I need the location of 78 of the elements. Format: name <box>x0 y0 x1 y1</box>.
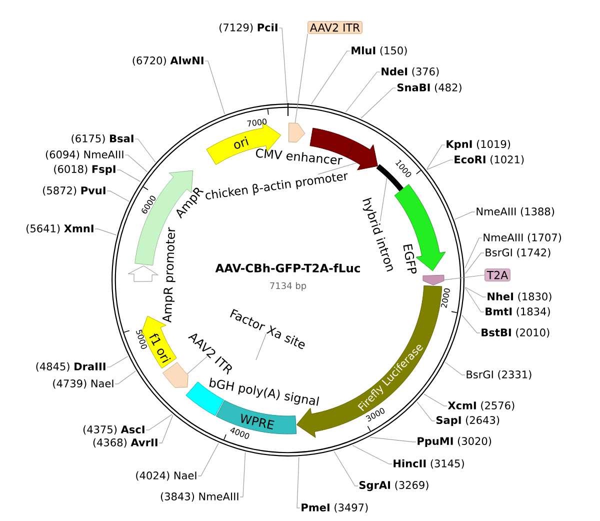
site-label: (6720) AlwNI <box>132 56 204 66</box>
site-label: (5872) PvuI <box>43 186 106 196</box>
label-box: T2A <box>484 268 510 282</box>
site-label: NheI (1830) <box>488 292 552 302</box>
site-label: HincII (3145) <box>394 459 464 469</box>
site-label: NdeI (376) <box>382 67 439 77</box>
leader-line <box>465 286 486 298</box>
leader-line <box>278 28 288 103</box>
site-label: NmeAIII (1388) <box>476 207 554 217</box>
leader-line <box>426 144 446 170</box>
site-label: (7129) PciI <box>220 23 278 33</box>
feature-band <box>162 362 188 388</box>
leader-line <box>444 362 466 376</box>
leader-line <box>444 274 485 280</box>
site-label: XcmI (2576) <box>448 401 514 411</box>
leader-line <box>465 252 484 274</box>
site-label: (4368) AvrII <box>93 438 158 448</box>
site-label: (4024) NaeI <box>136 471 196 481</box>
label-box: AAV2 ITR <box>308 21 362 34</box>
leader-line <box>380 177 388 222</box>
feature-label: EGFP <box>403 244 417 274</box>
feature-band <box>422 274 444 286</box>
leader-line <box>240 452 246 498</box>
site-label: BmtI (1834) <box>486 307 550 317</box>
feature-band <box>346 140 378 170</box>
leader-line <box>186 356 208 374</box>
site-label: (6175) BsaI <box>72 134 134 144</box>
feature-band <box>288 122 306 142</box>
leader-line <box>426 160 454 170</box>
leader-line <box>116 170 141 182</box>
site-label: (6094) NmeAIII <box>46 150 124 160</box>
site-label: MluI (150) <box>352 46 407 56</box>
site-label: EcoRI (1021) <box>454 155 524 165</box>
leader-line <box>106 356 128 368</box>
site-label: PmeI (3497) <box>302 503 368 513</box>
leader-line <box>465 288 484 312</box>
leader-line <box>296 456 300 508</box>
leader-line <box>416 402 436 422</box>
leader-line <box>114 370 136 384</box>
site-label: BstBI (2010) <box>482 328 550 338</box>
leader-line <box>146 414 172 430</box>
leader-line <box>124 154 148 172</box>
leader-line <box>106 190 130 202</box>
leader-line <box>134 138 156 162</box>
site-label: KpnI (1019) <box>446 140 510 150</box>
tick-label: 2000 <box>440 288 450 308</box>
feature-label: chicken β-actin promoter <box>206 173 348 200</box>
leader-line <box>204 60 226 114</box>
leader-line <box>318 162 358 175</box>
leader-line <box>464 238 482 268</box>
leader-line <box>94 228 117 236</box>
site-label: PpuMI (3020) <box>418 436 492 448</box>
leader-line <box>370 436 416 442</box>
leader-line <box>345 72 380 112</box>
leader-line <box>198 443 219 476</box>
site-label: (4739) NaeI <box>53 379 114 389</box>
site-label: SgrAI (3269) <box>359 480 428 492</box>
site-label: NmeAIII (1707) <box>484 233 562 243</box>
site-label: BsrGI (1742) <box>486 248 550 258</box>
site-label: (4375) AscI <box>83 425 144 435</box>
site-label: (4845) DraIII <box>36 362 106 372</box>
leader-line <box>424 394 448 406</box>
leader-line <box>462 314 480 334</box>
site-label: BsrGI (2331) <box>466 370 532 380</box>
leader-line <box>454 212 476 220</box>
leader-line <box>352 445 392 464</box>
site-label: (3843) NmeAIII <box>160 492 238 502</box>
leader-line <box>158 414 174 444</box>
site-label: (6018) FspI <box>54 164 116 176</box>
leader-line <box>334 451 358 486</box>
site-label: (5641) XmnI <box>26 224 94 234</box>
plasmid-name: AAV-CBh-GFP-T2A-fLuc <box>215 264 360 272</box>
leader-line <box>311 50 350 104</box>
tick-label: 7000 <box>247 118 267 126</box>
leader-line <box>360 88 396 119</box>
leader-line <box>294 34 308 124</box>
site-label: SnaBI (482) <box>397 83 462 93</box>
leader-line <box>256 334 266 360</box>
